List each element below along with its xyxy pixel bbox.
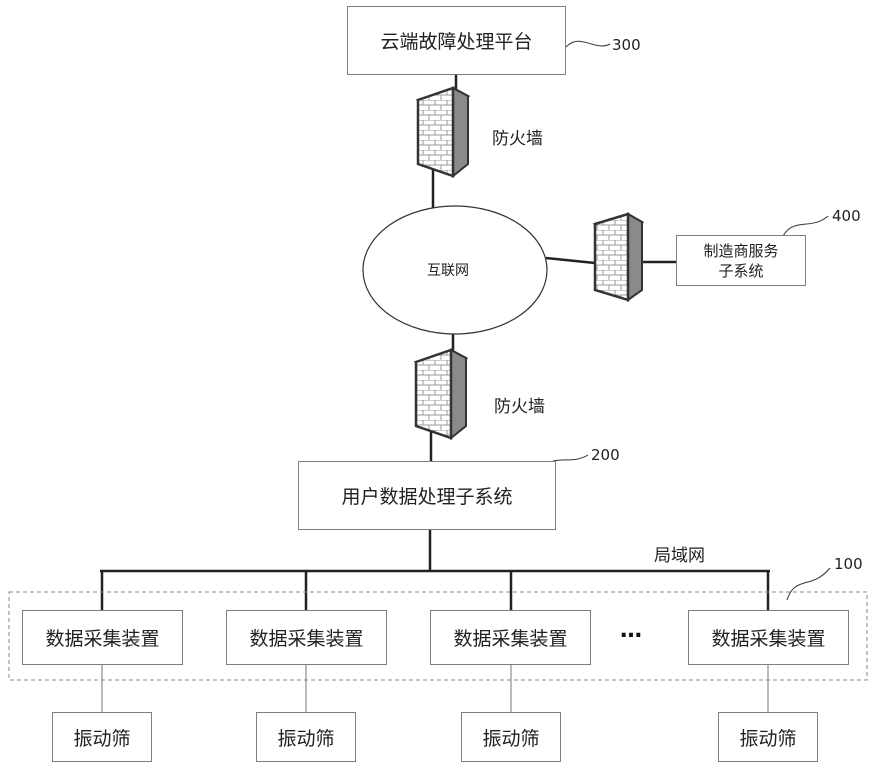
- user-subsystem-label: 用户数据处理子系统: [341, 482, 512, 509]
- screen-box-2: 振动筛: [256, 712, 356, 762]
- ref-100: 100: [834, 555, 863, 573]
- internet-label: 互联网: [427, 260, 469, 280]
- firewall-top-icon: [418, 88, 468, 176]
- collector-box-1: 数据采集装置: [22, 610, 183, 665]
- collector-label-4: 数据采集装置: [711, 624, 825, 651]
- screen-box-1: 振动筛: [52, 712, 152, 762]
- ref-200: 200: [591, 446, 620, 464]
- ref-300: 300: [612, 36, 641, 54]
- collector-box-2: 数据采集装置: [226, 610, 387, 665]
- screen-label-3: 振动筛: [482, 724, 539, 751]
- manufacturer-box: 制造商服务 子系统: [676, 235, 806, 286]
- user-subsystem-box: 用户数据处理子系统: [298, 461, 556, 530]
- ref-400: 400: [832, 207, 861, 225]
- manufacturer-label-line1: 制造商服务: [703, 241, 778, 261]
- firewall-bottom-label: 防火墙: [494, 392, 545, 417]
- lan-label: 局域网: [654, 541, 705, 566]
- screen-label-4: 振动筛: [739, 724, 796, 751]
- screen-label-1: 振动筛: [73, 724, 130, 751]
- leader-300: [566, 41, 610, 47]
- collector-label-2: 数据采集装置: [249, 624, 363, 651]
- screen-box-3: 振动筛: [461, 712, 561, 762]
- collector-box-3: 数据采集装置: [430, 610, 591, 665]
- firewall-bottom-icon: [416, 350, 466, 438]
- cloud-platform-label: 云端故障处理平台: [380, 27, 532, 54]
- link-internet-firewall2: [546, 258, 595, 263]
- screen-box-4: 振动筛: [718, 712, 818, 762]
- collector-box-4: 数据采集装置: [688, 610, 849, 665]
- leader-100: [787, 568, 830, 600]
- firewall-manufacturer-icon: [595, 214, 642, 300]
- collector-label-1: 数据采集装置: [45, 624, 159, 651]
- manufacturer-label-line2: 子系统: [718, 261, 763, 281]
- screen-label-2: 振动筛: [277, 724, 334, 751]
- ellipsis: …: [620, 618, 644, 643]
- firewall-top-label: 防火墙: [492, 124, 543, 149]
- collector-label-3: 数据采集装置: [453, 624, 567, 651]
- cloud-platform-box: 云端故障处理平台: [347, 6, 566, 75]
